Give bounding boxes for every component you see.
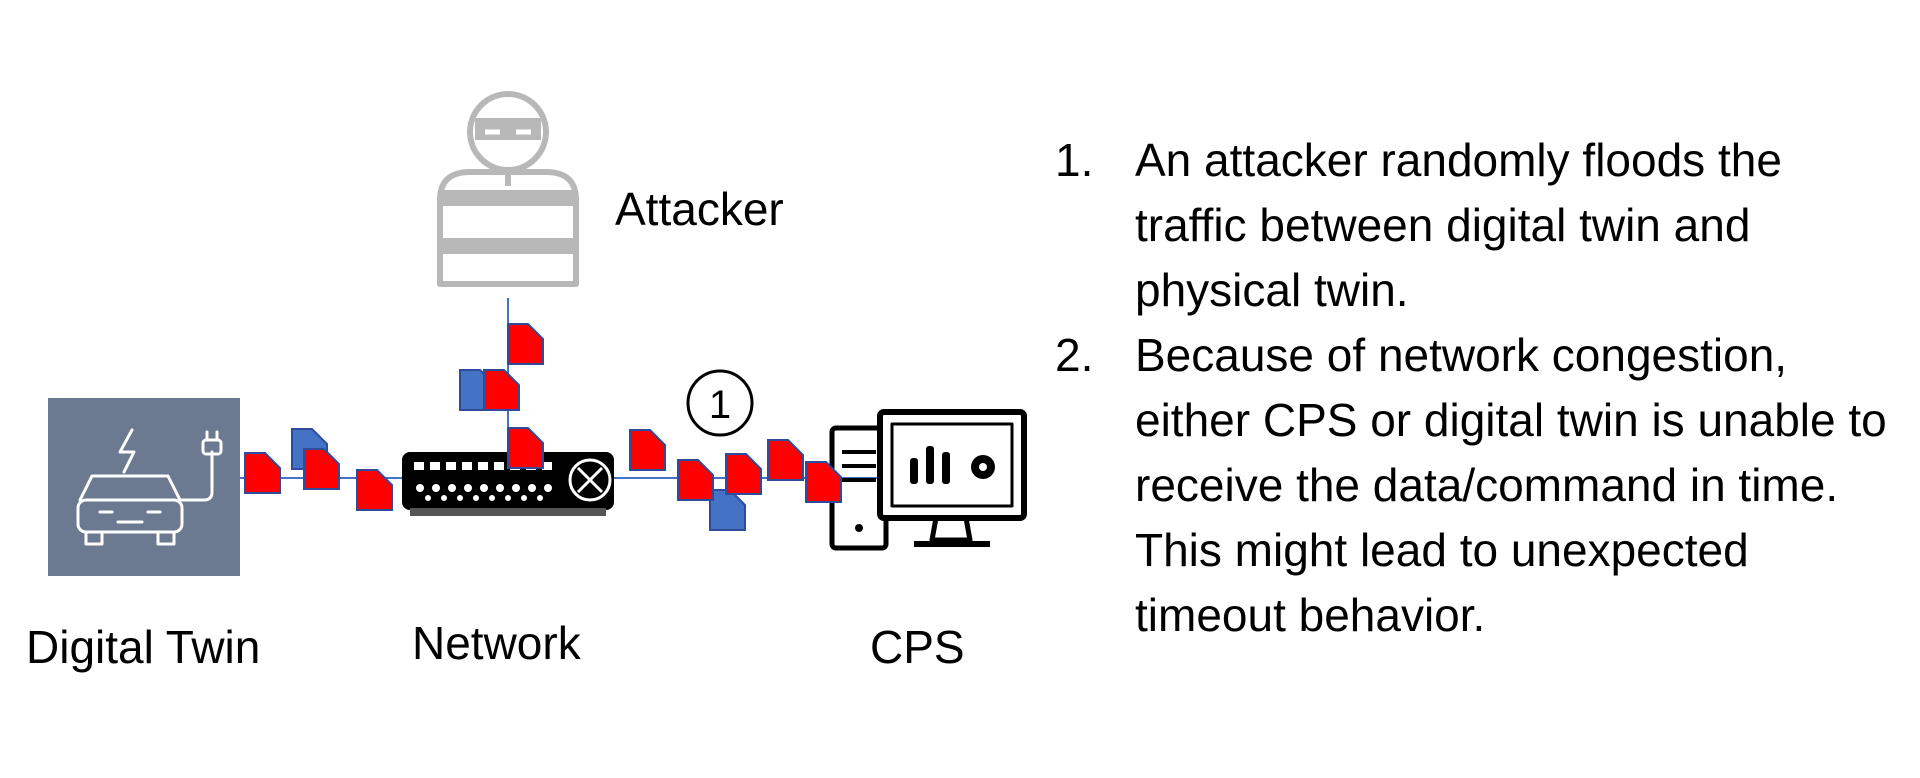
ev-charging-car-icon bbox=[48, 398, 240, 576]
digital-twin-label: Digital Twin bbox=[26, 621, 261, 673]
attack-packet bbox=[725, 453, 762, 495]
attack-packet bbox=[483, 369, 520, 411]
step-number: 2. bbox=[1055, 329, 1094, 381]
attack-packet bbox=[507, 323, 544, 365]
step-item: 1. An attacker randomly floods the traff… bbox=[1055, 128, 1905, 323]
step-marker: 1 bbox=[686, 369, 754, 437]
network-switch-icon bbox=[402, 452, 614, 516]
computer-monitor-icon bbox=[829, 409, 1027, 551]
normal-packet bbox=[709, 489, 746, 531]
step-item: 2. Because of network congestion, either… bbox=[1055, 323, 1905, 648]
packets bbox=[244, 323, 842, 531]
step-number: 1. bbox=[1055, 134, 1094, 186]
attack-packet bbox=[767, 439, 804, 481]
attacker-label: Attacker bbox=[615, 183, 784, 235]
connection-lines bbox=[240, 298, 900, 479]
attack-packet bbox=[244, 452, 281, 494]
attacker-icon bbox=[437, 91, 579, 287]
attack-packet bbox=[805, 461, 842, 503]
attack-packet bbox=[629, 429, 666, 471]
step-text: An attacker randomly floods the traffic … bbox=[1135, 134, 1782, 316]
step-marker-label: 1 bbox=[709, 383, 731, 427]
step-list: 1. An attacker randomly floods the traff… bbox=[1055, 128, 1905, 648]
attack-packet bbox=[677, 459, 714, 501]
attack-packet bbox=[507, 427, 544, 469]
cps-label: CPS bbox=[870, 621, 965, 673]
attack-packet bbox=[303, 448, 340, 490]
attack-packet bbox=[356, 469, 393, 511]
step-text: Because of network congestion, either CP… bbox=[1135, 329, 1887, 641]
network-label: Network bbox=[412, 617, 581, 669]
